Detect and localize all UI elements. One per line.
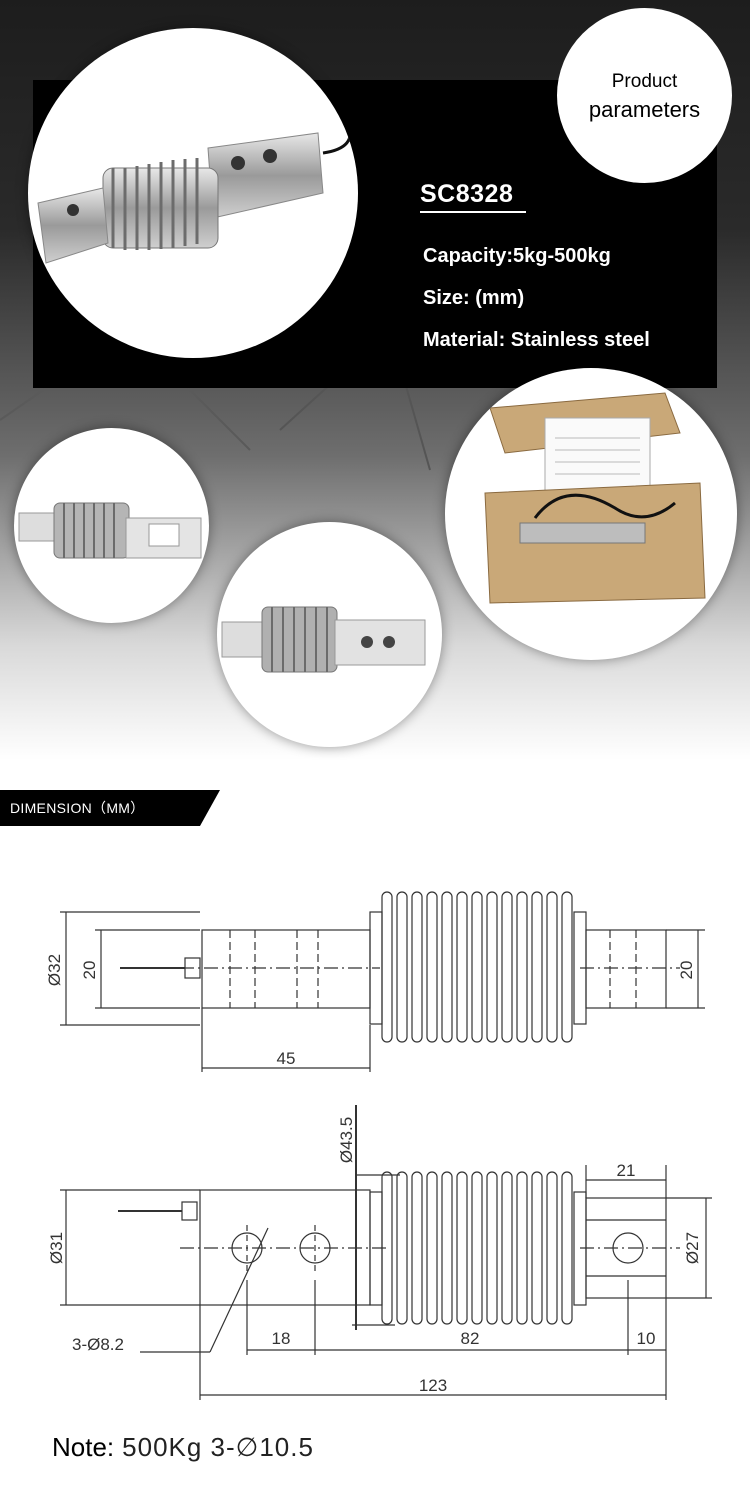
load-cell-image: [37, 122, 352, 264]
dim-82: 82: [461, 1329, 480, 1348]
note-value: 500Kg 3-∅10.5: [122, 1432, 314, 1462]
dim-21: 21: [617, 1161, 636, 1180]
note-label: Note:: [52, 1432, 115, 1462]
product-photo-top: [217, 522, 442, 747]
dim-d31: Ø31: [47, 1232, 66, 1264]
spec-material: Material: Stainless steel: [423, 329, 650, 351]
product-photo-main: [28, 28, 358, 358]
dim-123: 123: [419, 1376, 447, 1395]
dim-top-20-left: 20: [80, 961, 99, 980]
dim-d27: Ø27: [683, 1232, 702, 1264]
model-underline: [420, 211, 526, 213]
product-hero: Product parameters SC8328 Capacity:5kg-5…: [0, 0, 750, 760]
product-photo-side: [14, 428, 209, 623]
dimension-drawing: Ø32 20 20 45: [45, 891, 712, 1400]
side-view: [60, 1105, 712, 1400]
dimension-section-tab: [0, 790, 220, 826]
note-line: Note: 500Kg 3-∅10.5: [52, 1432, 314, 1463]
model-number: SC8328: [420, 180, 514, 208]
dim-d43: Ø43.5: [337, 1117, 356, 1163]
dimension-section-title: DIMENSION（MM）: [10, 800, 145, 816]
dim-hole: 3-Ø8.2: [72, 1335, 124, 1354]
spec-capacity: Capacity:5kg-500kg: [423, 245, 611, 267]
dim-top-20-right: 20: [677, 961, 696, 980]
product-parameters-badge: Product parameters: [557, 8, 732, 183]
badge-line-1: Product: [611, 70, 678, 92]
dim-10: 10: [637, 1329, 656, 1348]
badge-line-2: parameters: [588, 96, 701, 122]
top-view: [60, 891, 705, 1072]
dim-18: 18: [272, 1329, 291, 1348]
dim-d32: Ø32: [45, 954, 64, 986]
dim-top-45: 45: [277, 1049, 296, 1068]
product-photo-packaging: [445, 368, 737, 660]
spec-size: Size: (mm): [423, 287, 525, 309]
